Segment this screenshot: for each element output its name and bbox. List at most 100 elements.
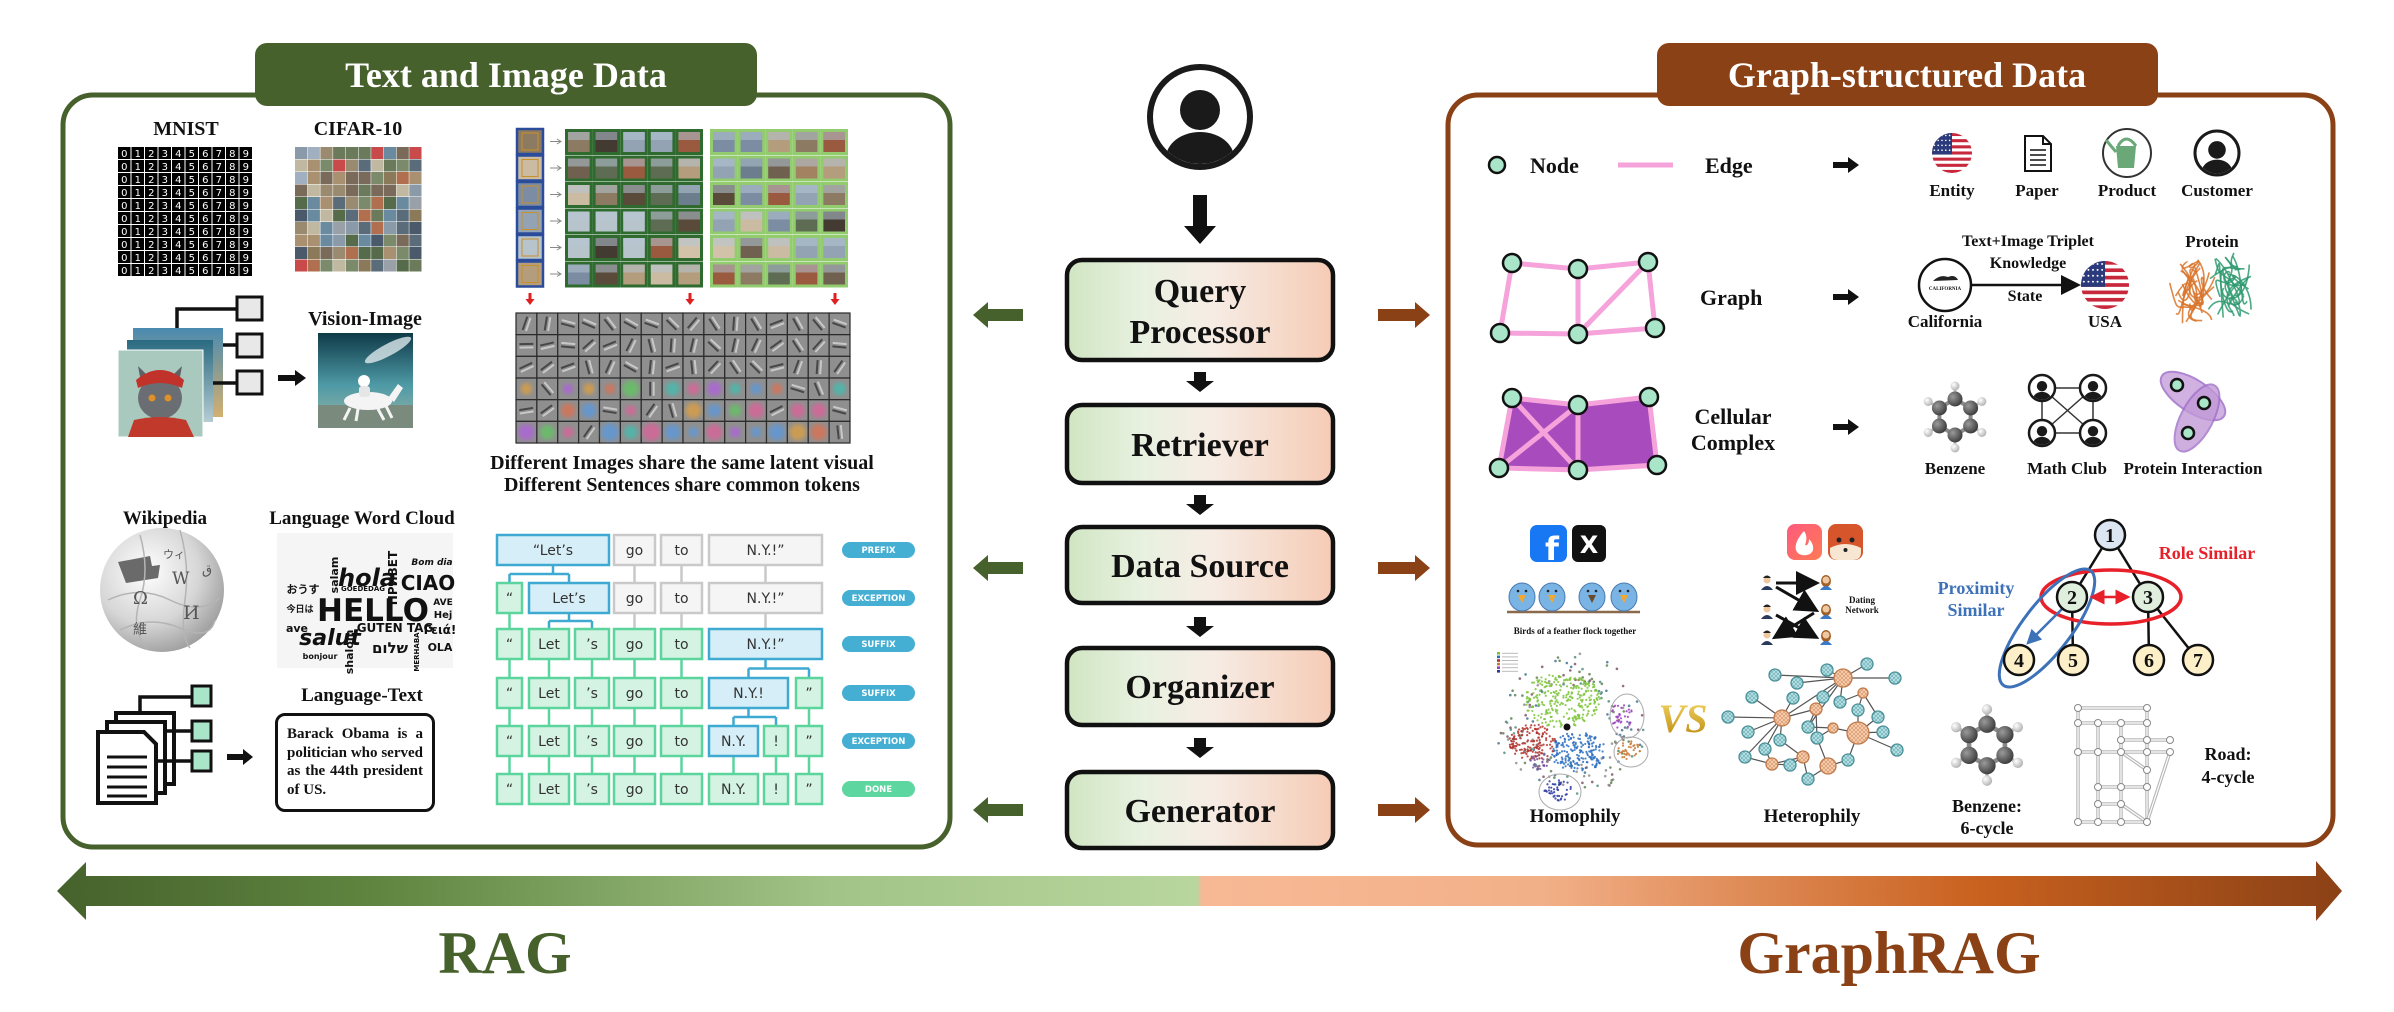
- image-sky: [768, 185, 790, 193]
- network-dot: [1512, 736, 1516, 739]
- mnist-cell: [239, 225, 252, 237]
- filter-cell: [557, 334, 580, 357]
- cifar-image: [396, 147, 409, 159]
- filter-cell: [578, 355, 601, 379]
- hydrogen-atom: [2012, 757, 2024, 768]
- mnist-digit: 2: [148, 188, 154, 199]
- network-dot: [1581, 676, 1585, 679]
- network-dot: [1532, 757, 1536, 760]
- network-dot: [1567, 692, 1570, 695]
- network-dot: [1614, 704, 1617, 707]
- token-rect: [707, 581, 824, 615]
- query-bounding-box: [521, 265, 539, 283]
- mnist-cell: [118, 225, 131, 237]
- hetero-node-teal: [1783, 758, 1797, 772]
- cifar-image: [358, 184, 371, 197]
- gabor-light: [796, 360, 803, 375]
- token-text: “: [506, 734, 513, 750]
- token-box: “: [495, 724, 524, 758]
- mnist-digit: 8: [229, 266, 235, 277]
- color-blob: [664, 424, 681, 441]
- mnist-cell: [199, 160, 212, 172]
- token-rect: [495, 581, 524, 615]
- network-dot: [1591, 763, 1594, 766]
- road-junction: [2094, 748, 2102, 756]
- filter-cell: [724, 355, 747, 379]
- network-dot: [1621, 742, 1625, 745]
- filter-cell: [828, 334, 851, 357]
- token-box: Let: [527, 627, 571, 661]
- image-sky: [740, 238, 763, 246]
- network-dot: [1559, 675, 1562, 679]
- club-member-icon: [2027, 373, 2057, 403]
- token-text: N.Y.!: [733, 686, 764, 702]
- network-dot: [1538, 738, 1541, 742]
- network-dot: [1556, 788, 1560, 792]
- network-dot: [1563, 738, 1567, 741]
- panel-header: [1657, 43, 2158, 106]
- mnist-digit: 7: [216, 149, 222, 160]
- token-box: Let: [527, 724, 571, 758]
- road-junction: [2074, 719, 2082, 727]
- cifar-image: [345, 209, 358, 222]
- network-dot: [1636, 728, 1640, 731]
- tree-node-circle: [2093, 518, 2127, 552]
- token-text: Let: [538, 782, 560, 798]
- mnist-digit: 9: [243, 214, 249, 225]
- cifar-image: [383, 197, 397, 209]
- club-member-icon: [2078, 418, 2108, 448]
- hetero-node-teal: [1876, 725, 1890, 739]
- word-cloud-word: salut: [299, 626, 362, 651]
- face: [1763, 631, 1771, 639]
- filter-cell: [536, 334, 559, 357]
- gabor-pattern: [623, 317, 639, 330]
- network-dot: [1528, 746, 1532, 749]
- protein-node: [2196, 395, 2212, 411]
- gabor-dark: [815, 359, 819, 375]
- network-dot: [1582, 774, 1586, 778]
- network-dot: [1511, 742, 1515, 745]
- mnist-cell: [145, 160, 158, 172]
- network-dot: [1582, 683, 1585, 686]
- network-dot: [1516, 730, 1520, 733]
- cifar-image: [409, 159, 422, 172]
- token-box: ”: [794, 724, 824, 758]
- network-dot: [1632, 744, 1635, 748]
- token-rect: [707, 772, 760, 806]
- stage-box: [1064, 645, 1336, 728]
- gabor-pattern: [604, 359, 616, 375]
- mnist-digit: 2: [148, 162, 154, 173]
- network-dot: [1605, 664, 1609, 667]
- network-dot: [1508, 743, 1512, 746]
- network-dot: [1573, 677, 1576, 680]
- hetero-node-teal: [1721, 710, 1735, 724]
- mnist-digit: 6: [202, 188, 208, 199]
- mnist-digit: 4: [175, 201, 181, 212]
- cifar-image: [345, 184, 358, 197]
- mnist-cell: [158, 251, 171, 263]
- network-dot: [1597, 689, 1601, 693]
- color-blob: [729, 404, 742, 417]
- bird-beak: [1518, 595, 1526, 603]
- gabor-dark: [729, 361, 739, 375]
- gabor-pattern: [649, 381, 655, 396]
- mnist-cell: [172, 199, 185, 211]
- rag-side-arrows: [973, 302, 1023, 823]
- flag-star: [2101, 262, 2104, 265]
- language-text-box: Barack Obama is a politician who served …: [275, 713, 435, 812]
- token-text: ’s: [586, 686, 598, 702]
- road-junction: [2143, 736, 2151, 744]
- gabor-dark: [584, 360, 591, 375]
- gabor-light: [816, 381, 825, 395]
- road-junction: [2117, 818, 2125, 826]
- tree-node-number: 5: [2068, 650, 2078, 672]
- road-junction: [2117, 719, 2125, 727]
- higher-order-label: Math Club: [2027, 459, 2107, 478]
- token-text: N.Y.: [721, 734, 746, 750]
- network-dot: [1588, 703, 1591, 706]
- network-dot: [1565, 732, 1569, 735]
- face: [1822, 576, 1830, 584]
- network-dot: [1557, 779, 1560, 782]
- color-blob: [750, 426, 762, 438]
- color-blob: [833, 382, 846, 396]
